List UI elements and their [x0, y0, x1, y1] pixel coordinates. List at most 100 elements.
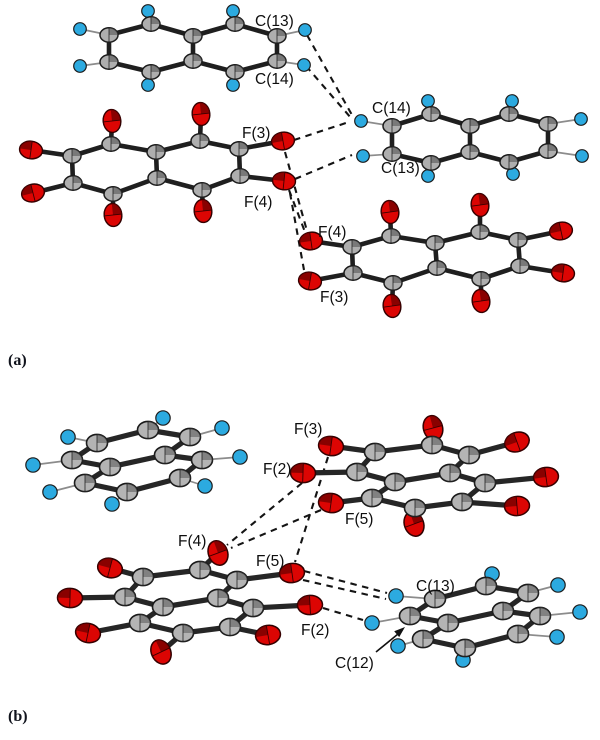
carbon-atom	[491, 601, 515, 621]
cf-bonds	[67, 550, 313, 655]
carbon-atom	[506, 624, 530, 644]
h-atom	[550, 577, 566, 593]
carbon-atom	[499, 154, 519, 170]
h-atom	[141, 4, 155, 18]
contact-dashed-line	[293, 121, 350, 141]
contact-dashed-line	[288, 189, 306, 233]
carbon-atom-c12	[398, 606, 422, 626]
contact-dashed-line	[322, 606, 364, 622]
h-atom	[214, 420, 230, 436]
carbon-atom	[450, 492, 474, 512]
naphthalene-left	[25, 410, 248, 512]
of-atom	[502, 494, 532, 518]
carbon-atom	[218, 617, 242, 637]
carbon-atom	[436, 613, 460, 633]
carbon-atom-c13	[267, 28, 287, 44]
carbon-atom	[99, 27, 119, 43]
of-atom	[468, 191, 492, 219]
of-atom	[380, 292, 404, 320]
carbon-atom	[85, 433, 109, 453]
h-atom	[505, 94, 519, 108]
naphthalene-bottom-right	[364, 566, 588, 668]
atom-label: F(2)	[263, 461, 291, 478]
carbon-atom	[115, 482, 139, 502]
h-atom	[297, 58, 311, 72]
h-atom	[388, 588, 404, 604]
panel-b: F(3) F(2) F(5) F(4) F(5) F(2) C(13) C(12…	[8, 410, 588, 725]
carbon-atom	[178, 427, 202, 447]
arrow-head	[394, 627, 405, 638]
carbon-atom	[141, 16, 161, 32]
carbon-atom	[528, 606, 552, 626]
of-atom	[101, 107, 123, 135]
f2-atom	[289, 462, 317, 484]
h-atom	[549, 629, 565, 645]
of-atom	[549, 261, 577, 285]
f3-atom	[269, 129, 297, 153]
carbon-atom	[190, 133, 210, 149]
carbon-atom	[136, 420, 160, 440]
carbon-atom	[345, 462, 369, 482]
h-atom	[60, 429, 76, 445]
h-atom	[575, 149, 589, 163]
carbon-atom	[343, 265, 363, 281]
carbon-atom	[538, 116, 558, 132]
contact-dashed-line	[283, 151, 309, 232]
atom-label: F(3)	[320, 289, 348, 306]
carbon-atom	[471, 271, 491, 287]
panel-a: C(13) C(14) C(14) C(13) F(3) F(4) F(4) F…	[8, 4, 589, 369]
of-atom	[531, 465, 561, 489]
h-atom	[226, 78, 240, 92]
carbon-atom	[225, 570, 249, 590]
h-atom	[42, 484, 58, 500]
of-atom	[56, 587, 84, 609]
carbon-atom	[470, 224, 490, 240]
f5-atom	[316, 491, 346, 515]
carbon-atom	[457, 445, 481, 465]
atom-label: F(5)	[345, 511, 373, 528]
carbon-atom	[101, 136, 121, 152]
h-atom	[421, 169, 435, 183]
atom-label: F(4)	[178, 533, 206, 550]
h-atom	[226, 4, 240, 18]
of-atom	[469, 287, 493, 315]
carbon-atom	[460, 144, 480, 160]
h-atom	[356, 149, 370, 163]
carbon-atom	[131, 567, 155, 587]
atom-label: F(4)	[244, 194, 272, 211]
h-atom	[197, 478, 213, 494]
carbon-atom	[438, 463, 462, 483]
quinone-left	[17, 100, 298, 229]
carbon-atom	[98, 457, 122, 477]
h-atom	[155, 410, 171, 426]
carbon-atom	[225, 64, 245, 80]
carbon-atom	[403, 498, 427, 518]
carbon-atom	[516, 583, 540, 603]
atom-label: C(12)	[335, 655, 374, 672]
carbon-atom	[190, 450, 214, 470]
contact-dashed-line	[230, 509, 322, 549]
of-atom	[94, 554, 126, 582]
carbon-atom	[146, 144, 166, 160]
quinone-top-right	[289, 412, 561, 540]
carbon-atom	[60, 450, 84, 470]
atom-label: F(2)	[301, 622, 329, 639]
f3-atom	[316, 434, 346, 458]
contact-dashed-line	[288, 192, 306, 271]
carbon-atom-c14	[382, 118, 402, 134]
carbon-atom	[192, 182, 212, 198]
carbon-atom	[460, 118, 480, 134]
h-atom	[232, 449, 248, 465]
of-atom	[378, 198, 402, 226]
carbon-atom	[538, 143, 558, 159]
carbon-atom	[421, 155, 441, 171]
h-atom	[390, 638, 406, 654]
of-atom	[547, 219, 575, 243]
contact-dashed-line	[305, 65, 352, 119]
of-atom	[17, 138, 45, 162]
carbon-atom	[421, 106, 441, 122]
carbon-atom	[62, 148, 82, 164]
f2-atom	[296, 594, 324, 616]
